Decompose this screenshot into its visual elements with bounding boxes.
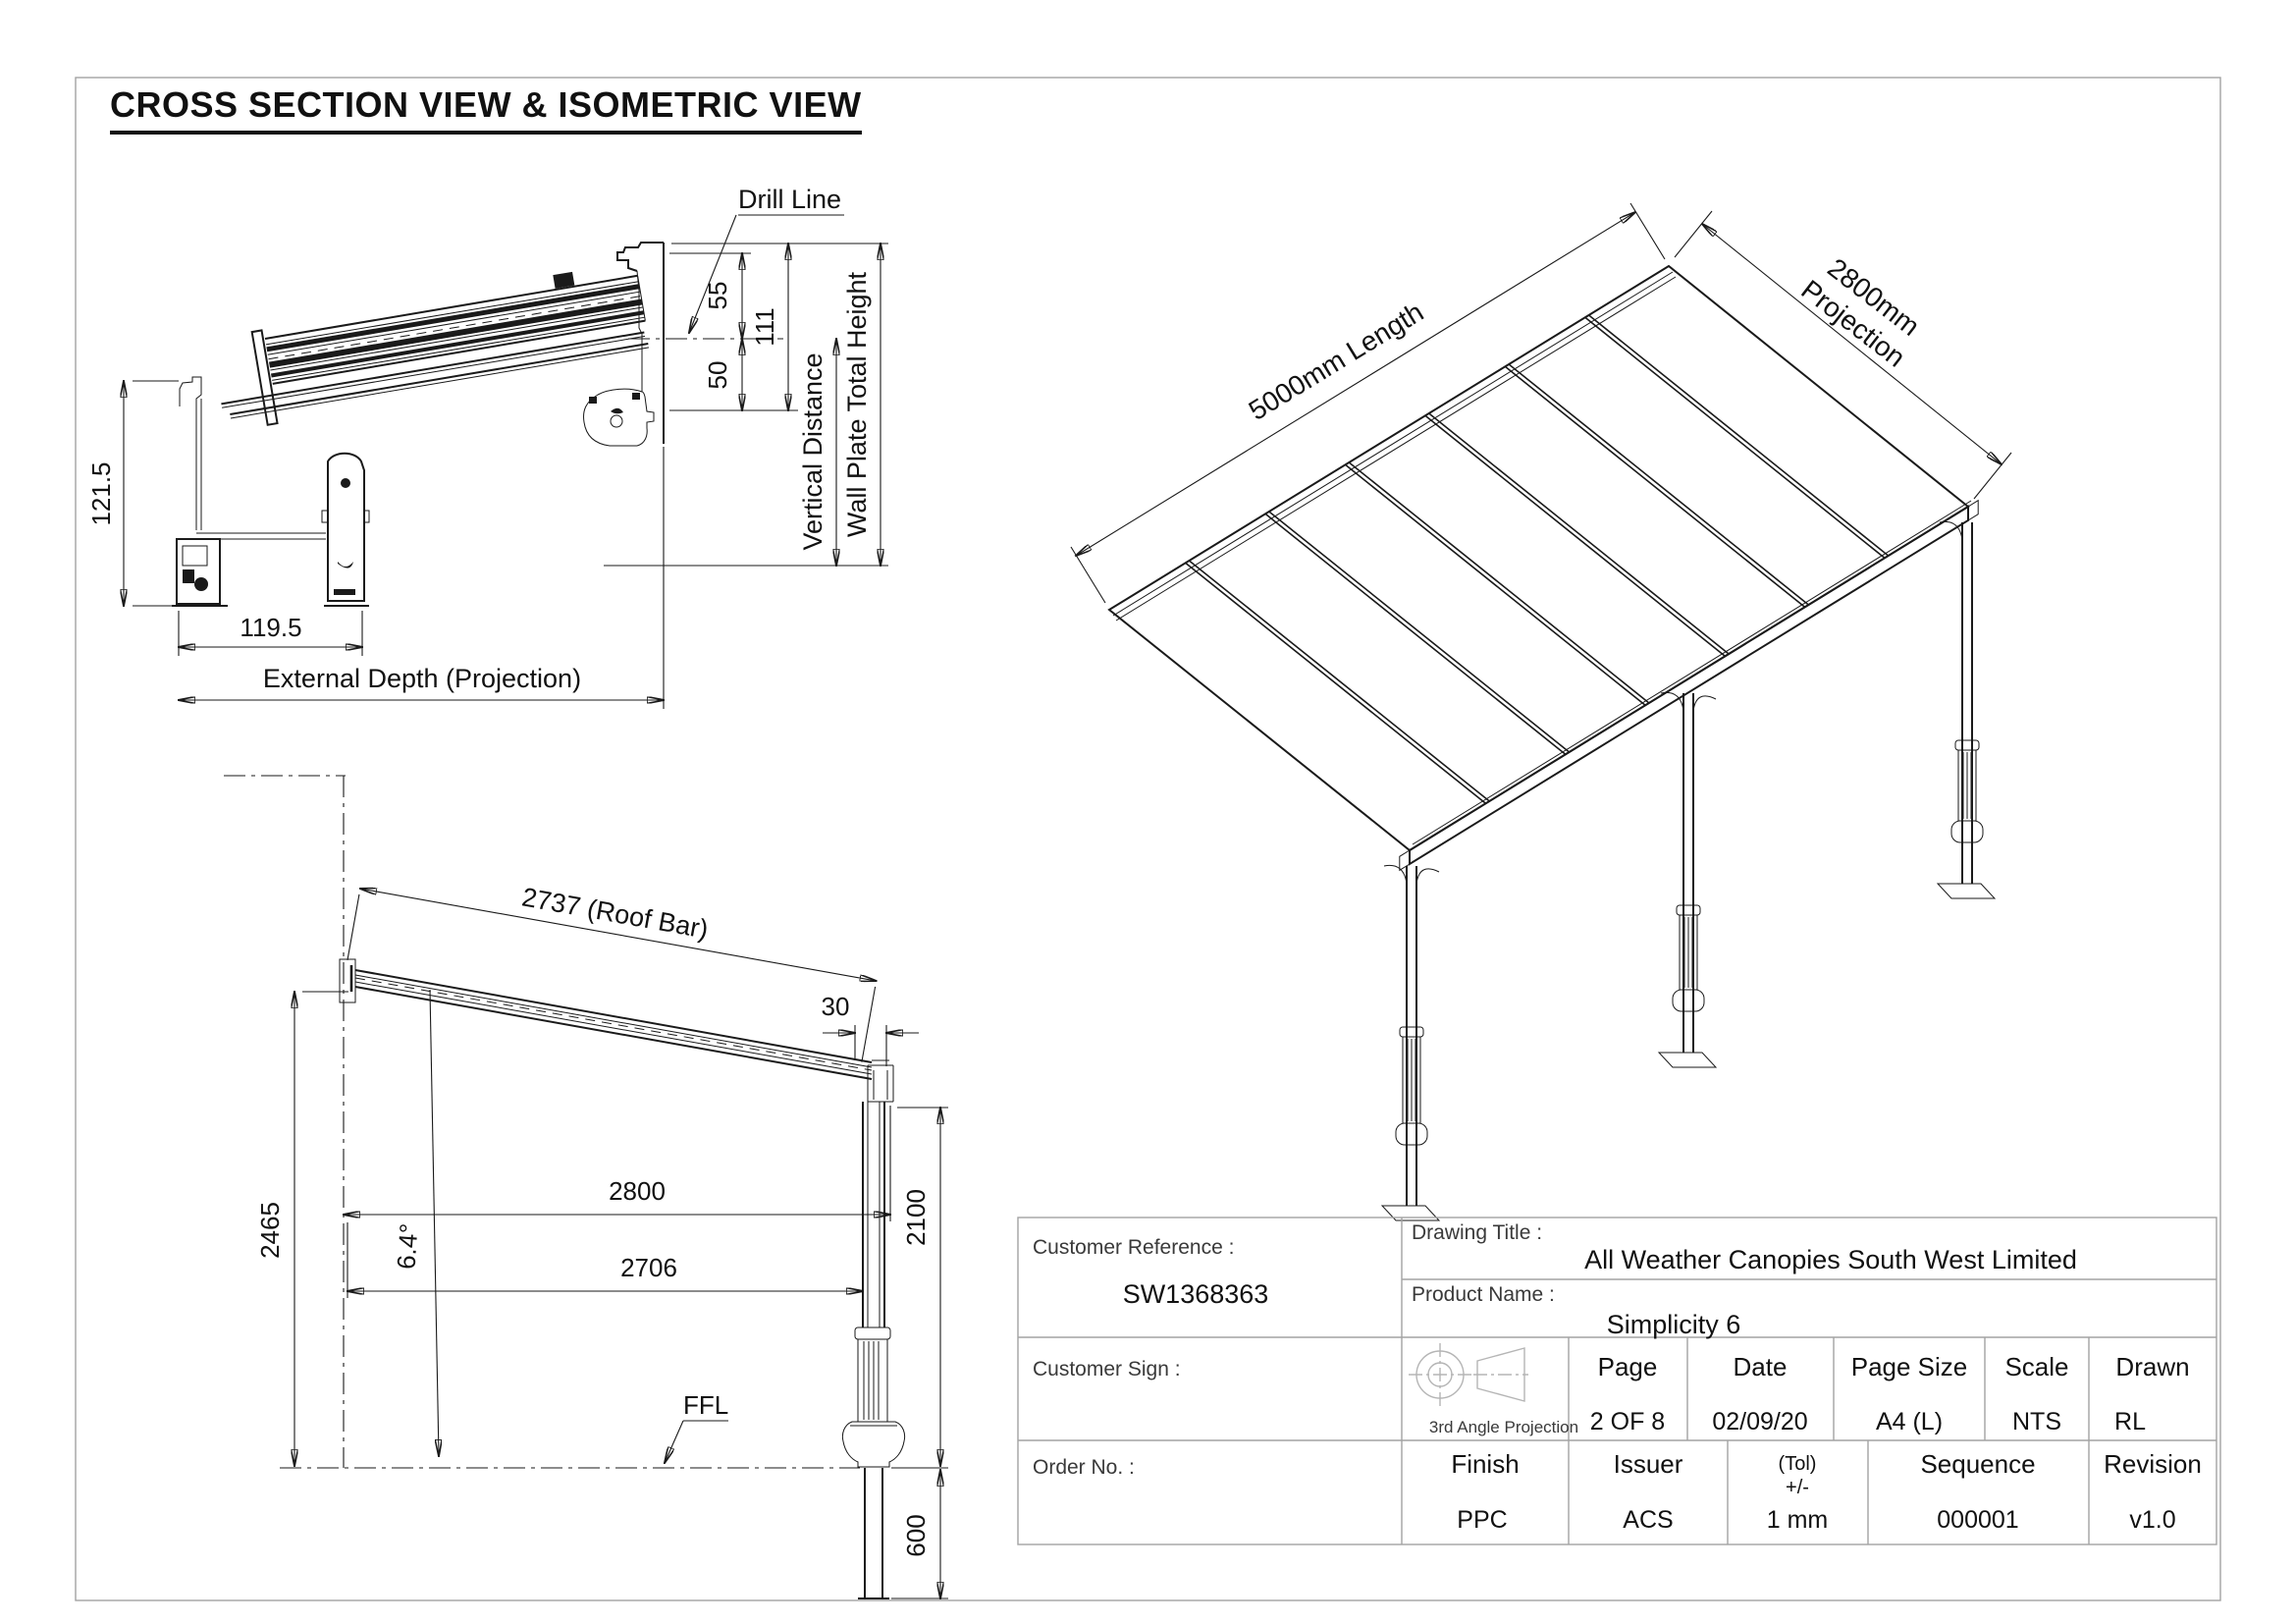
- issuer-value: ACS: [1623, 1506, 1673, 1534]
- sequence-value: 000001: [1937, 1506, 2018, 1534]
- date-value: 02/09/20: [1712, 1408, 1807, 1435]
- dim-2706: 2706: [620, 1253, 677, 1282]
- customer-reference-label: Customer Reference :: [1033, 1236, 1234, 1259]
- page-size-label: Page Size: [1851, 1352, 1968, 1381]
- date-label: Date: [1734, 1352, 1788, 1381]
- dim-50: 50: [703, 361, 732, 390]
- customer-reference-value: SW1368363: [1123, 1279, 1269, 1309]
- page-value: 2 OF 8: [1590, 1408, 1665, 1435]
- roof-bar-section: [221, 271, 650, 426]
- issuer-label: Issuer: [1614, 1449, 1683, 1479]
- gutter-section: [172, 376, 370, 607]
- dim-2800: 2800: [609, 1176, 666, 1206]
- canopy-posts: [1380, 520, 1997, 1221]
- drawn-value: RL: [2114, 1408, 2146, 1435]
- product-name-value: Simplicity 6: [1607, 1310, 1741, 1339]
- product-name-label: Product Name :: [1412, 1283, 1555, 1306]
- customer-sign-label: Customer Sign :: [1033, 1358, 1181, 1380]
- drill-line-label: Drill Line: [738, 185, 841, 214]
- page-border: [75, 77, 2221, 1601]
- dim-600: 600: [901, 1514, 931, 1556]
- side-elevation-view: 2737 (Roof Bar) 30 2800 2706 2465 6.4° 2…: [224, 775, 948, 1599]
- dim-30: 30: [822, 992, 850, 1021]
- third-angle-projection-icon: [1409, 1343, 1528, 1406]
- dim-angle: 6.4°: [391, 1222, 423, 1271]
- isometric-view: 5000mm Length 2800mm Projection: [1070, 202, 2012, 1221]
- page-label: Page: [1598, 1352, 1658, 1381]
- external-depth-label: External Depth (Projection): [263, 664, 581, 693]
- dim-119-5: 119.5: [240, 613, 301, 642]
- dim-55: 55: [703, 282, 732, 310]
- order-no-label: Order No. :: [1033, 1456, 1135, 1479]
- cross-section-view: 121.5 119.5 External Depth (Projection) …: [86, 185, 888, 709]
- tol-value: 1 mm: [1767, 1506, 1829, 1534]
- projection-caption: 3rd Angle Projection: [1429, 1418, 1578, 1436]
- dim-2100: 2100: [901, 1189, 931, 1246]
- dim-2465: 2465: [255, 1202, 285, 1259]
- page-size-value: A4 (L): [1876, 1408, 1943, 1435]
- wall-plate-section: [583, 242, 665, 447]
- ffl-label: FFL: [683, 1390, 728, 1420]
- wall-plate-total-height-label: Wall Plate Total Height: [842, 271, 872, 537]
- drawing-title-value: All Weather Canopies South West Limited: [1584, 1245, 2077, 1274]
- revision-value: v1.0: [2129, 1506, 2175, 1534]
- tol-label2: +/-: [1786, 1477, 1809, 1498]
- tol-label: (Tol): [1779, 1453, 1817, 1475]
- drawn-label: Drawn: [2115, 1352, 2189, 1381]
- scale-value: NTS: [2012, 1408, 2061, 1435]
- title-block: Customer Reference : SW1368363 Customer …: [1017, 1217, 2217, 1545]
- dim-111: 111: [750, 307, 779, 347]
- revision-label: Revision: [2104, 1449, 2202, 1479]
- finish-value: PPC: [1457, 1506, 1507, 1534]
- drawing-title-label: Drawing Title :: [1412, 1221, 1542, 1244]
- dim-121-5: 121.5: [86, 461, 116, 525]
- vertical-distance-label: Vertical Distance: [798, 352, 828, 550]
- iso-length-dim: 5000mm Length: [1244, 297, 1429, 426]
- dim-roof-bar: 2737 (Roof Bar): [519, 882, 710, 944]
- page-title: CROSS SECTION VIEW & ISOMETRIC VIEW: [110, 84, 862, 135]
- sequence-label: Sequence: [1920, 1449, 2035, 1479]
- scale-label: Scale: [2004, 1352, 2068, 1381]
- finish-label: Finish: [1451, 1449, 1519, 1479]
